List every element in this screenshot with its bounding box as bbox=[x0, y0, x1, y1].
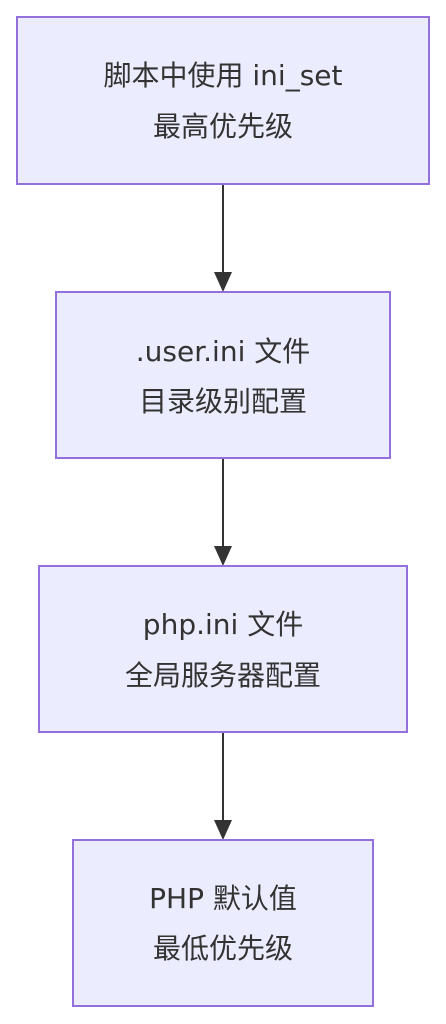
node-user-ini: .user.ini 文件 目录级别配置 bbox=[55, 291, 391, 459]
node-label-line2: 目录级别配置 bbox=[139, 385, 307, 418]
node-label-line2: 最高优先级 bbox=[153, 110, 293, 143]
node-label-line1: 脚本中使用 ini_set bbox=[104, 59, 343, 92]
node-script-ini-set: 脚本中使用 ini_set 最高优先级 bbox=[16, 16, 430, 185]
arrowhead-icon bbox=[214, 546, 232, 566]
node-label-line1: PHP 默认值 bbox=[149, 882, 297, 915]
node-box bbox=[16, 16, 430, 185]
node-label-line2: 全局服务器配置 bbox=[125, 659, 321, 692]
arrowhead-icon bbox=[214, 820, 232, 840]
edge-3 bbox=[214, 732, 232, 840]
edge-1 bbox=[214, 184, 232, 292]
edge-2 bbox=[214, 458, 232, 566]
node-label-line2: 最低优先级 bbox=[153, 932, 293, 965]
arrowhead-icon bbox=[214, 272, 232, 292]
node-box bbox=[72, 839, 374, 1007]
node-php-ini: php.ini 文件 全局服务器配置 bbox=[38, 565, 408, 733]
node-php-default: PHP 默认值 最低优先级 bbox=[72, 839, 374, 1007]
node-box bbox=[38, 565, 408, 733]
node-label-line1: php.ini 文件 bbox=[143, 608, 303, 641]
node-label-line1: .user.ini 文件 bbox=[136, 335, 311, 368]
node-box bbox=[55, 291, 391, 459]
